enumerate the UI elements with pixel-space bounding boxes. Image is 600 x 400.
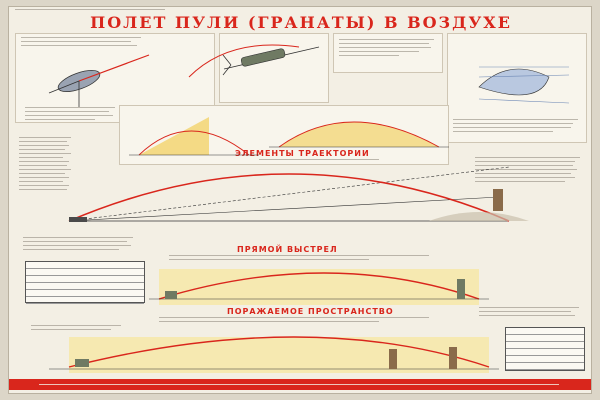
panel-air-resistance-text bbox=[453, 119, 578, 135]
section-title-trajectory-elements: ЭЛЕМЕНТЫ ТРАЕКТОРИИ bbox=[235, 149, 370, 158]
direct-shot-diagram bbox=[149, 269, 489, 305]
direct-shot-table bbox=[25, 261, 145, 304]
poster-illustrations bbox=[48, 44, 570, 373]
right-legend-list bbox=[475, 157, 580, 185]
panel-text-block-lines bbox=[339, 39, 434, 59]
trajectory-elements-diagram bbox=[68, 166, 529, 222]
bullet-forces-diagram bbox=[48, 54, 150, 107]
panel-grenade-stabilizer bbox=[219, 33, 329, 103]
footer-banner bbox=[9, 379, 591, 390]
affected-space-diagram bbox=[49, 336, 499, 373]
trajectory-shapes-diagram bbox=[129, 117, 449, 156]
trajectory-legend-list bbox=[19, 137, 71, 193]
section-title-affected-space: ПОРАЖАЕМОЕ ПРОСТРАНСТВО bbox=[227, 307, 394, 316]
panel-forces-text bbox=[21, 37, 141, 49]
poster-sheet: ПОЛЕТ ПУЛИ (ГРАНАТЫ) В ВОЗДУХЕ ЭЛЕМЕНТЫ … bbox=[8, 6, 592, 394]
affected-space-right-notes bbox=[479, 307, 579, 319]
trajectory-description bbox=[259, 159, 379, 163]
header-fine-print bbox=[15, 9, 165, 13]
affected-space-left-notes bbox=[31, 325, 121, 333]
affected-space-table bbox=[505, 327, 585, 371]
air-resistance-diagram bbox=[478, 66, 570, 104]
poster-title: ПОЛЕТ ПУЛИ (ГРАНАТЫ) В ВОЗДУХЕ bbox=[90, 13, 512, 32]
section-title-direct-shot: ПРЯМОЙ ВЫСТРЕЛ bbox=[237, 245, 338, 254]
direct-shot-notes bbox=[23, 237, 133, 253]
affected-space-description bbox=[159, 317, 429, 325]
panel-forces-note bbox=[25, 107, 115, 123]
grenade-stabilizer-diagram bbox=[188, 44, 320, 78]
direct-shot-description bbox=[169, 255, 429, 263]
